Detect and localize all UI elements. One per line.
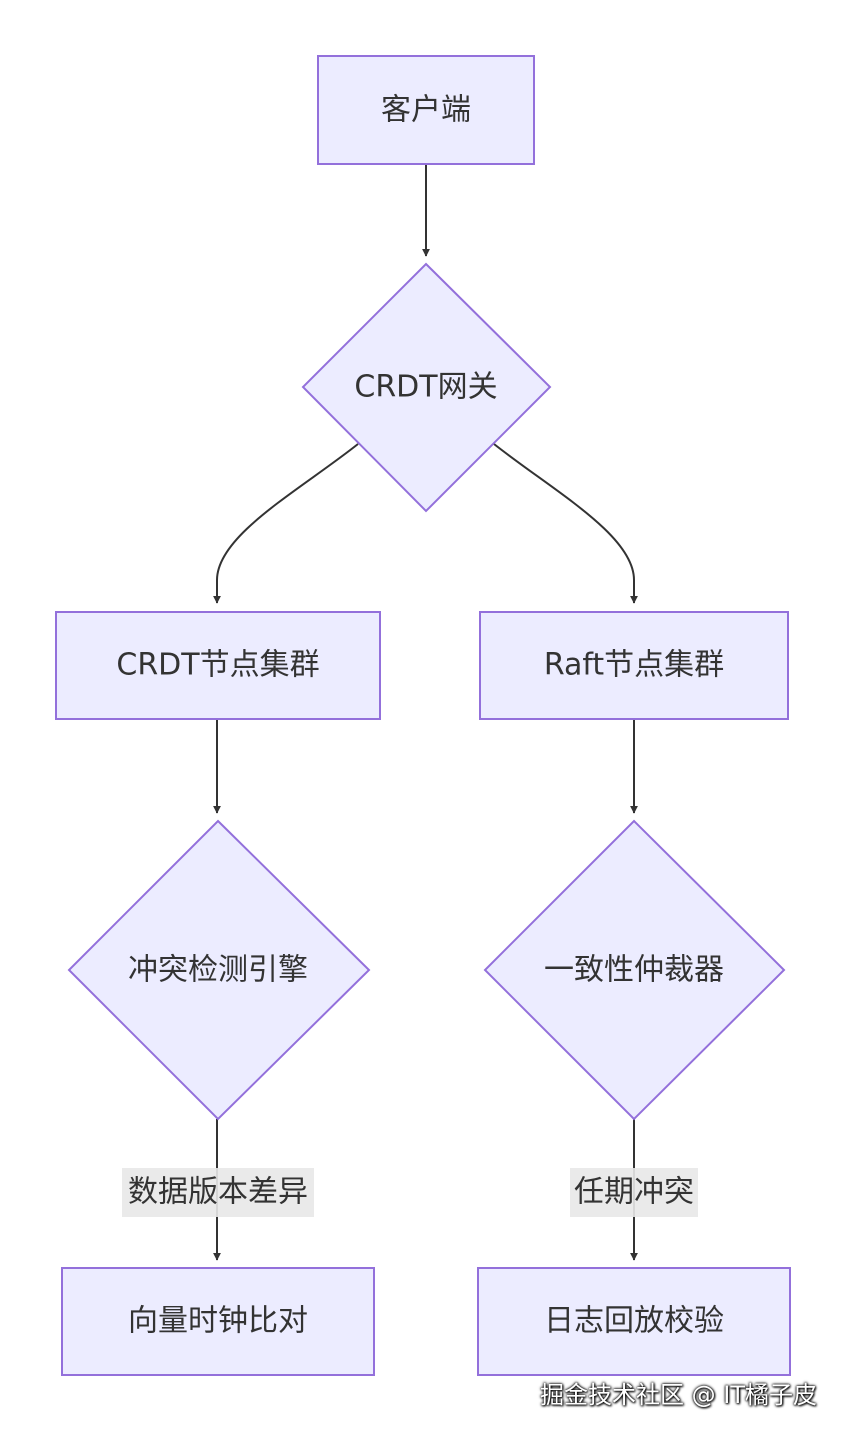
node-arbiter: 一致性仲裁器 — [483, 819, 786, 1121]
node-vector-clock-label: 向量时钟比对 — [128, 1304, 308, 1339]
node-conflict-engine-label: 冲突检测引擎 — [128, 953, 308, 988]
node-raft-cluster: Raft节点集群 — [479, 611, 789, 720]
edge-label-data-diff: 数据版本差异 — [122, 1168, 314, 1217]
watermark: 掘金技术社区 @ IT橘子皮 — [540, 1381, 817, 1409]
node-vector-clock: 向量时钟比对 — [61, 1267, 375, 1376]
edge-gateway-to-crdt-cluster — [213, 443, 359, 604]
node-client: 客户端 — [317, 55, 535, 165]
edge-label-data-diff-text: 数据版本差异 — [128, 1175, 308, 1210]
node-gateway: CRDT网关 — [301, 262, 552, 513]
node-log-replay: 日志回放校验 — [477, 1267, 791, 1376]
edge-gateway-to-raft-cluster — [493, 443, 638, 604]
node-crdt-cluster-label: CRDT节点集群 — [116, 648, 319, 683]
node-arbiter-label: 一致性仲裁器 — [544, 953, 724, 988]
node-gateway-label: CRDT网关 — [354, 370, 497, 405]
node-log-replay-label: 日志回放校验 — [544, 1304, 724, 1339]
node-client-label: 客户端 — [381, 93, 471, 128]
edge-label-term-conflict-text: 任期冲突 — [574, 1175, 694, 1210]
node-raft-cluster-label: Raft节点集群 — [544, 648, 724, 683]
edge-label-term-conflict: 任期冲突 — [570, 1168, 698, 1217]
node-conflict-engine: 冲突检测引擎 — [67, 819, 371, 1121]
node-crdt-cluster: CRDT节点集群 — [55, 611, 381, 720]
